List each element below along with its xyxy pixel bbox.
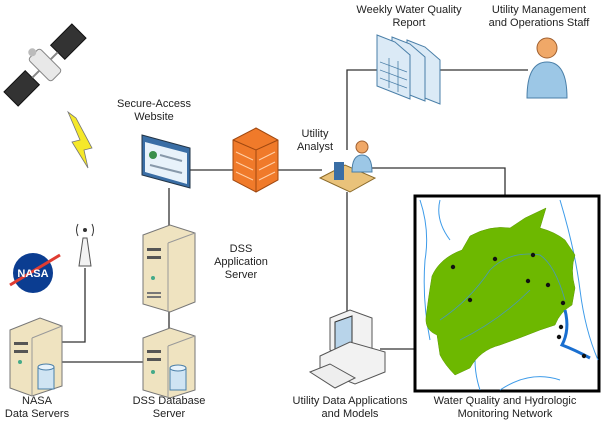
nasa-logo: NASA <box>9 253 61 293</box>
label-line: Website <box>134 111 174 123</box>
report-icon <box>376 34 441 105</box>
label-staff: Utility Management and Operations Staff <box>489 4 590 30</box>
label-network: Water Quality and Hydrologic Monitoring … <box>434 395 577 421</box>
satellite-icon <box>3 23 87 107</box>
line-analyst-to-report <box>346 69 378 150</box>
label-line: Utility Data Applications <box>292 395 408 407</box>
svg-text:NASA: NASA <box>17 268 48 280</box>
label-line: and Models <box>321 408 379 420</box>
label-line: Server <box>224 269 258 281</box>
db-server-icon <box>142 327 196 399</box>
label-nasa-servers: NASA Data Servers <box>5 395 69 421</box>
label-line: and Operations Staff <box>488 17 590 29</box>
label-line: Analyst <box>296 141 334 153</box>
label-line: Utility <box>301 128 329 140</box>
connectors <box>62 69 528 363</box>
label-analyst: Utility Analyst <box>297 128 333 154</box>
monitoring-network-map <box>413 194 601 393</box>
website-icon <box>141 134 191 189</box>
line-analyst-to-network <box>372 167 506 195</box>
label-line: Server <box>152 408 186 420</box>
staff-person-icon <box>526 37 568 99</box>
label-app-server: DSS Application Server <box>214 243 268 282</box>
label-line: Water Quality and Hydrologic <box>433 395 577 407</box>
line-antenna-to-nasa <box>62 268 86 343</box>
label-line: Monitoring Network <box>457 408 553 420</box>
lightning-icon <box>67 110 93 169</box>
label-line: Secure-Access <box>117 98 191 110</box>
firewall-icon <box>232 127 279 193</box>
label-apps: Utility Data Applications and Models <box>293 395 408 421</box>
antenna-icon <box>76 223 94 267</box>
watershed-area <box>425 207 576 376</box>
label-line: Utility Management <box>491 4 587 16</box>
computer-icon <box>308 309 386 389</box>
label-report: Weekly Water Quality Report <box>356 4 461 30</box>
monitoring-stations <box>450 252 587 359</box>
nasa-server-icon <box>9 317 63 397</box>
analyst-icon <box>318 140 377 193</box>
label-website: Secure-Access Website <box>117 98 191 124</box>
label-line: Application <box>214 256 268 268</box>
label-line: Report <box>392 17 426 29</box>
label-line: Weekly Water Quality <box>356 4 462 16</box>
label-line: Data Servers <box>4 408 70 420</box>
label-line: DSS Database <box>132 395 206 407</box>
label-line: DSS <box>229 243 253 255</box>
label-db-server: DSS Database Server <box>133 395 206 421</box>
app-server-icon <box>142 224 196 313</box>
label-line: NASA <box>22 395 52 407</box>
